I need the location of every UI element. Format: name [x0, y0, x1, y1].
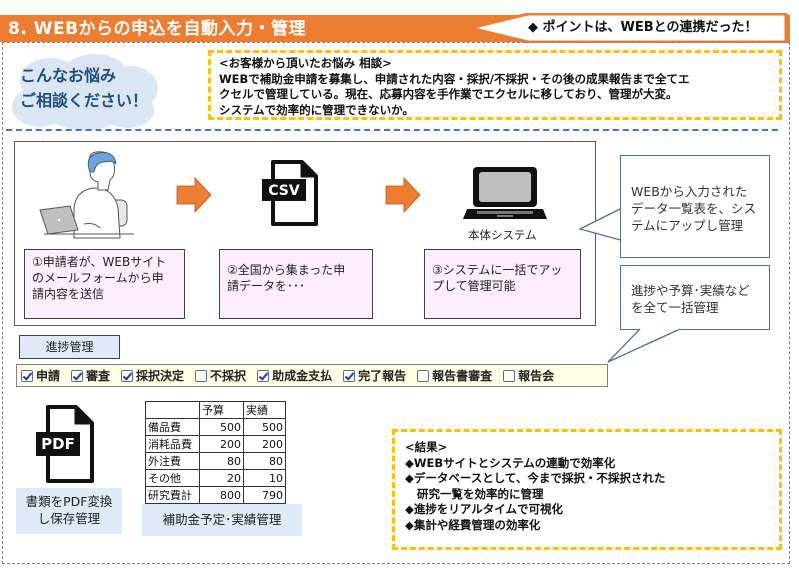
progress-checkbox-report-review[interactable]: 報告書審査 [417, 367, 492, 384]
result-line: ◆データベースとして、今まで採択・不採択された [405, 471, 666, 485]
table-row: その他 20 10 [145, 469, 286, 487]
section-title: 8. WEBからの申込を自動入力・管理 [8, 19, 307, 39]
flow-arrow-icon [176, 177, 212, 213]
svg-text:PDF: PDF [41, 435, 75, 453]
callout-tail [607, 328, 681, 363]
cloud-shape [12, 54, 158, 130]
budget-table: 予算 実績 備品費 500 500 消耗品費 200 200 外注費 80 80… [145, 401, 286, 504]
checkbox-checked-icon [257, 369, 270, 382]
table-row: 備品費 500 500 [145, 418, 286, 436]
customer-concern-box: <お客様から頂いたお悩み 相談> WEBで補助金申請を募集し、申請された内容・採… [208, 50, 782, 120]
pdf-caption: 書類をPDF変換 し保存管理 [16, 488, 122, 534]
section-divider [6, 129, 778, 131]
progress-management-label: 進捗管理 [19, 335, 120, 359]
person-laptop-icon [39, 151, 134, 239]
concern-line: クセルで管理している。現在、応募内容を手作業でエクセルに移しており、管理が大変。 [219, 87, 678, 101]
progress-checkbox-application[interactable]: 申請 [21, 367, 60, 384]
checkbox-checked-icon [71, 369, 84, 382]
flow-step-2: ②全国から集まった申 請データを･･･ [219, 249, 373, 319]
table-row: 消耗品費 200 200 [145, 435, 286, 453]
csv-file-icon: CSV [262, 160, 318, 226]
result-title: <結果> [405, 440, 448, 454]
callout-web-data: WEBから入力された データ一覧表を、シス テムにアップし管理 [620, 155, 770, 258]
progress-checkbox-grant-payment[interactable]: 助成金支払 [257, 367, 332, 384]
flow-step-1: ①申請者が、WEBサイト のメールフォームから申 請内容を送信 [24, 249, 185, 319]
result-line: ◆進捗をリアルタイムで可視化 [405, 502, 563, 516]
result-line: 研究一覧を効率的に管理 [417, 486, 544, 501]
laptop-icon [463, 167, 547, 219]
svg-text:CSV: CSV [268, 183, 300, 199]
result-box: <結果> ◆WEBサイトとシステムの連動で効率化 ◆データベースとして、今まで採… [392, 429, 782, 550]
progress-checkbox-review[interactable]: 審査 [71, 367, 110, 384]
table-header-row: 予算 実績 [145, 401, 286, 419]
result-line: ◆集計や経費管理の効率化 [405, 517, 541, 532]
checkbox-unchecked-icon [195, 369, 208, 382]
content-frame [2, 42, 790, 564]
point-callout-shape [468, 13, 788, 43]
checkbox-checked-icon [21, 369, 33, 382]
flow-step-3: ③システムに一括でアッ プして管理可能 [424, 249, 581, 319]
progress-checkbox-bar: 申請 審査 採択決定 不採択 助成金支払 完了報告 報告書審査 報告会 [16, 364, 608, 387]
pdf-file-icon: PDF [36, 405, 94, 483]
concern-line: WEBで補助金申請を募集し、申請された内容・採択/不採択・その後の成果報告まで全… [219, 71, 690, 86]
progress-checkbox-report-meeting[interactable]: 報告会 [503, 367, 554, 384]
concern-title: <お客様から頂いたお悩み 相談> [219, 56, 392, 70]
flow-arrow-icon [385, 177, 421, 213]
concern-line: システムで効率的に管理できないか。 [219, 102, 414, 117]
progress-checkbox-completion-report[interactable]: 完了報告 [343, 367, 406, 384]
callout-tail [578, 206, 625, 242]
progress-checkbox-rejected[interactable]: 不採択 [195, 367, 246, 384]
table-row: 外注費 80 80 [145, 452, 286, 470]
result-line: ◆WEBサイトとシステムの連動で効率化 [405, 455, 616, 470]
consult-prompt: こんなお悩み ご相談ください！ [20, 66, 149, 110]
checkbox-unchecked-icon [417, 369, 430, 382]
table-row: 研究費計 800 790 [145, 486, 286, 504]
checkbox-checked-icon [343, 369, 356, 382]
checkbox-unchecked-icon [503, 369, 516, 382]
main-system-label: 本体システム [468, 228, 537, 242]
callout-batch-manage: 進捗や予算･実績など を全て一括管理 [620, 265, 770, 330]
point-text: ◆ ポイントは、WEBとの連携だった！ [528, 20, 758, 35]
progress-checkbox-adopted[interactable]: 採択決定 [121, 367, 184, 384]
budget-caption: 補助金予定･実績管理 [142, 504, 302, 536]
checkbox-checked-icon [121, 369, 134, 382]
